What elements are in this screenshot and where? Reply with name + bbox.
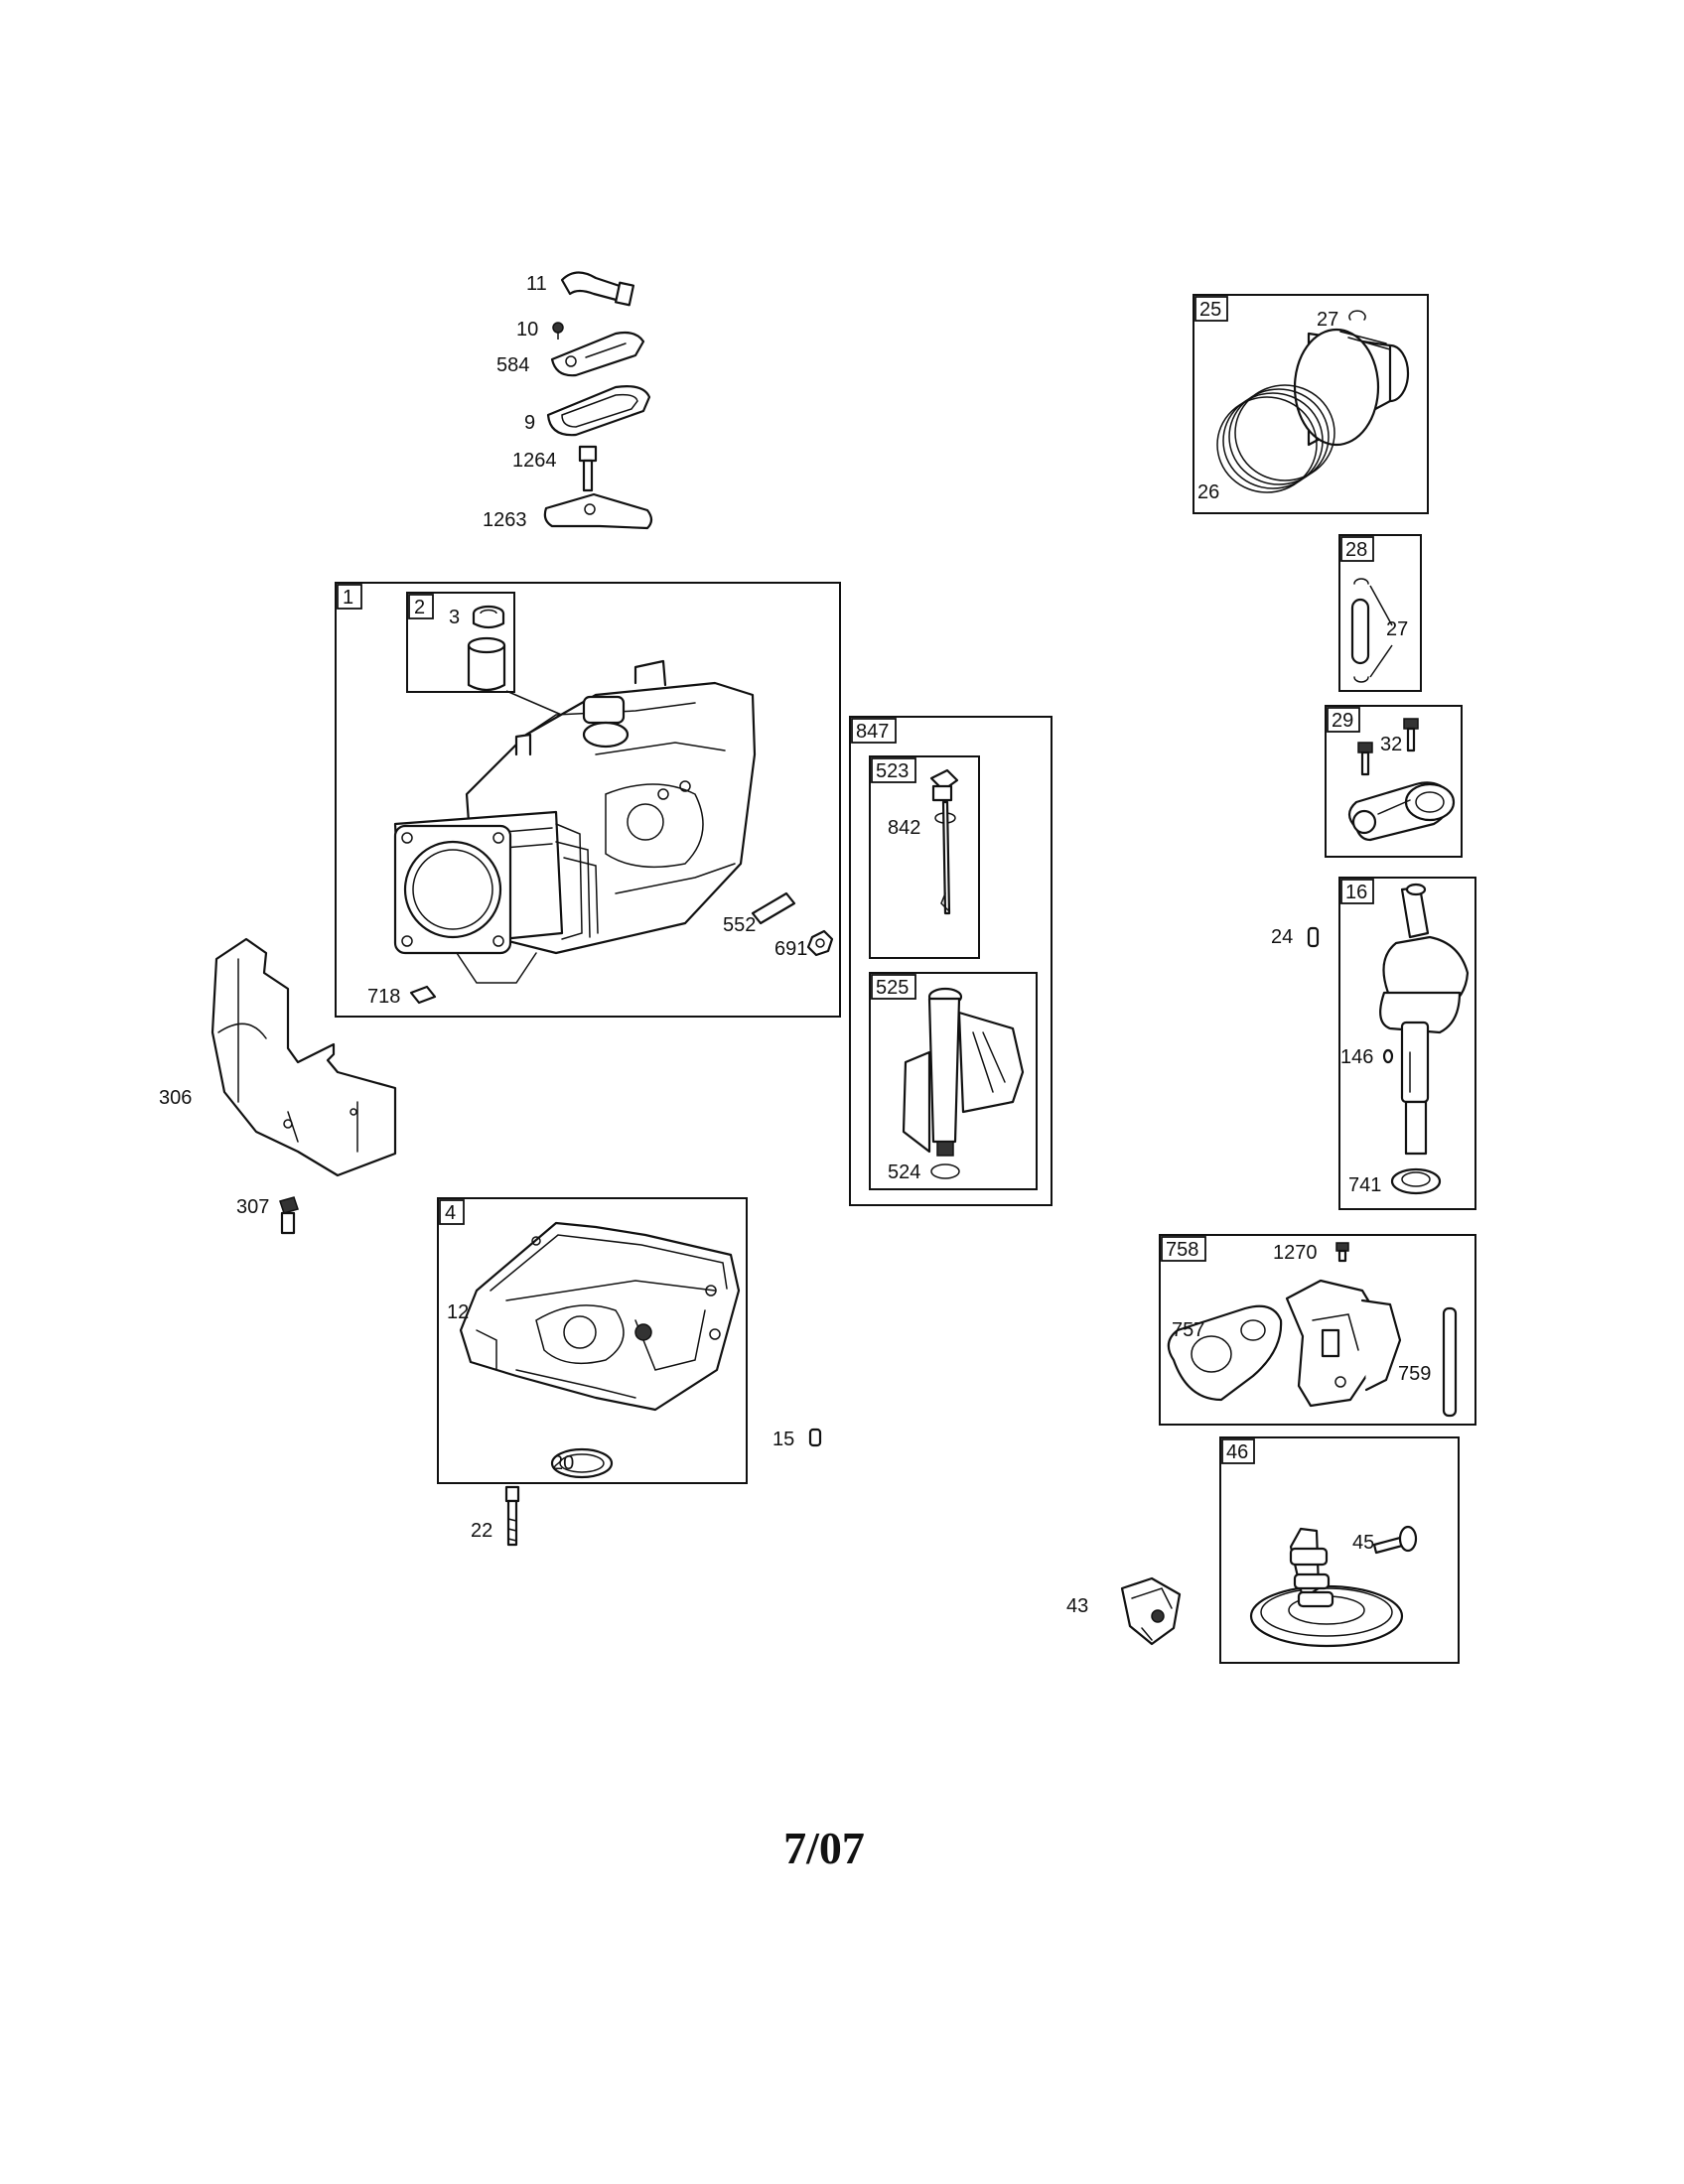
part-label-1263: 1263 [483,509,527,531]
part-label-759: 759 [1398,1363,1431,1385]
part-label-842: 842 [888,817,920,839]
part-label-1270: 1270 [1273,1242,1318,1264]
bolt-part-22 [504,1485,520,1547]
assembly-box-1 [335,582,841,1018]
part-label-584: 584 [496,354,529,376]
part-label-757: 757 [1172,1319,1204,1341]
key-part-146 [1382,1048,1394,1064]
bolt-part-1264 [578,445,598,492]
part-label-146: 146 [1340,1046,1373,1068]
assembly-box-16 [1338,877,1476,1210]
cylinder-shroud-part-306 [210,937,397,1177]
breather-cover-part-584 [550,331,645,377]
assembly-label-525: 525 [876,977,909,999]
dipstick-part-523 [929,768,959,915]
assembly-label-25: 25 [1199,299,1221,321]
pin-part-15 [808,1428,822,1447]
breather-tube-part-11 [560,271,635,307]
breather-plate-part-1263 [543,492,653,530]
part-label-27b: 27 [1386,618,1408,640]
balancer-weight-part-758 [1285,1279,1402,1408]
governor-bracket-part-43 [1120,1576,1182,1646]
part-label-24: 24 [1271,926,1293,948]
nut-part-691 [806,929,834,957]
pin-part-24 [1307,926,1320,948]
assembly-label-847: 847 [856,721,889,743]
page-number: 7/07 [783,1823,865,1873]
screw-part-1270 [1335,1242,1349,1263]
assembly-label-523: 523 [876,760,909,782]
part-label-22: 22 [471,1520,492,1542]
valve-guide-part-3 [467,636,506,692]
camshaft-part-46 [1249,1527,1404,1648]
assembly-label-16: 16 [1345,882,1367,903]
connecting-rod-part-29 [1347,781,1456,842]
assembly-box-46 [1219,1436,1460,1664]
assembly-label-2: 2 [414,597,425,618]
screw-part-307 [279,1196,299,1235]
assembly-box-4 [437,1197,748,1484]
part-label-3: 3 [449,607,460,628]
part-label-1264: 1264 [512,450,557,472]
assembly-label-29: 29 [1332,710,1353,732]
assembly-box-29 [1325,705,1463,858]
o-ring-part-524 [930,1163,960,1179]
part-label-32: 32 [1380,734,1402,755]
assembly-label-4: 4 [445,1202,456,1224]
assembly-box-847 [849,716,1052,1206]
timing-gear-part-741 [1390,1167,1442,1195]
screw-part-10 [552,322,564,340]
assembly-box-25 [1193,294,1429,514]
part-label-12: 12 [447,1301,469,1323]
dipstick-tube-part-525 [902,987,1025,1157]
assembly-box-525 [869,972,1038,1190]
part-label-43: 43 [1066,1595,1088,1617]
part-label-26: 26 [1197,481,1219,503]
assembly-box-2 [406,592,515,693]
part-label-718: 718 [367,986,400,1008]
assembly-box-523 [869,755,980,959]
assembly-label-758: 758 [1166,1239,1198,1261]
part-label-15: 15 [772,1429,794,1450]
assembly-label-28: 28 [1345,539,1367,561]
piston-pin-part-28 [1350,578,1393,683]
part-label-306: 306 [159,1087,192,1109]
part-label-552: 552 [723,914,756,936]
cylinder-block-part-1 [393,659,757,984]
part-label-45: 45 [1352,1532,1374,1554]
oil-seal-part-20 [550,1447,614,1479]
valve-seal-part-3 [472,605,505,629]
piston-part-25 [1293,328,1410,447]
part-label-524: 524 [888,1161,920,1183]
part-label-20: 20 [552,1452,574,1474]
assembly-label-1: 1 [343,587,353,609]
assembly-box-28 [1338,534,1422,692]
part-label-10: 10 [516,319,538,341]
sump-part-4 [459,1221,741,1412]
rod-bolts-part-32 [1357,718,1419,776]
assembly-box-758 [1159,1234,1476,1426]
screw-part-45 [1372,1525,1418,1555]
part-label-27a: 27 [1317,309,1338,331]
part-label-11: 11 [526,273,547,295]
retainer-clip-icon [1348,310,1366,321]
dowel-pin-part-552 [751,891,796,925]
piston-rings-part-26 [1216,384,1335,493]
assembly-label-46: 46 [1226,1441,1248,1463]
link-plate-part-757 [1167,1304,1283,1402]
breather-gasket-part-9 [546,385,651,437]
dowel-pin-part-718 [409,985,437,1005]
part-label-691: 691 [774,938,807,960]
crankshaft-part-16 [1379,883,1470,1156]
part-label-741: 741 [1348,1174,1381,1196]
shaft-part-759 [1442,1306,1458,1418]
part-label-9: 9 [524,412,535,434]
part-label-307: 307 [236,1196,269,1218]
